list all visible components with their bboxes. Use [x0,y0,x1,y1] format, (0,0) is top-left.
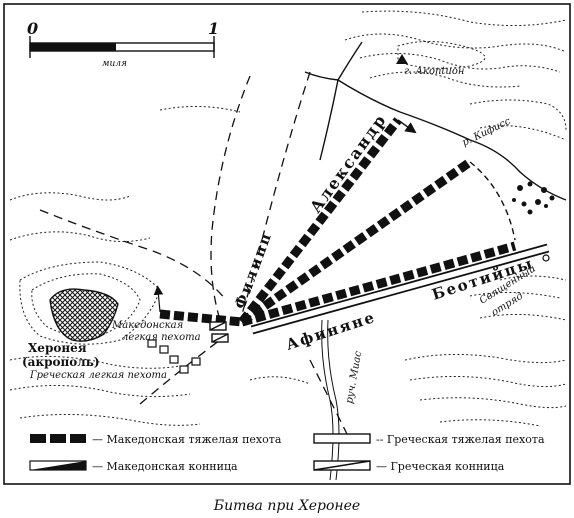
chaeronea-label-line1: Херонея [28,341,87,355]
river-kephisos [304,41,567,201]
chaeronea-acropolis [49,288,119,342]
greek-cavalry [209,254,550,343]
scale-bar: 0 1 миля [27,19,219,69]
stream-mias [321,319,334,481]
kephisos-label: р. Кифисс [460,116,512,149]
scale-unit-label: миля [102,59,127,69]
alexander-label: Александр [306,110,391,216]
legend: — Македонская тяжелая пехота — Македонск… [29,433,545,473]
chaeronea-label-line2: (акрополь) [22,355,100,369]
macedonian-cavalry-path [469,161,516,241]
akontion-label: г. Акontион [404,66,464,77]
scale-start-label: 0 [27,19,38,38]
macedonian-light-label-line1: Македонская [111,320,183,331]
legend-greek-cavalry: — Греческая конница [376,460,505,473]
legend-greek-heavy-infantry: -- Греческая тяжелая пехота [376,433,545,446]
terrain-contours [9,10,567,427]
roads [39,71,351,441]
legend-macedonian-heavy-infantry-symbol [30,434,86,443]
legend-macedonian-cavalry-symbol [29,460,87,471]
macedonian-heavy-infantry [159,117,517,327]
greek-heavy-infantry [250,243,550,335]
scale-end-label: 1 [208,19,219,38]
macedonian-light-label-line2: легкая пехота [122,332,201,343]
marsh-shrubs [512,181,555,215]
legend-greek-heavy-infantry-symbol [313,433,371,444]
akontion-summit-icon [396,54,408,64]
map-frame [3,3,571,485]
greek-light-infantry [147,339,201,374]
legend-macedonian-cavalry: — Македонская конница [92,460,238,473]
legend-greek-cavalry-symbol [313,460,371,471]
stream-mias-label: руч. Миас [344,350,364,405]
greek-light-infantry-label: Греческая легкая пехота [29,370,167,381]
map-caption: Битва при Херонее [213,498,360,514]
legend-macedonian-heavy-infantry: — Македонская тяжелая пехота [92,433,282,446]
